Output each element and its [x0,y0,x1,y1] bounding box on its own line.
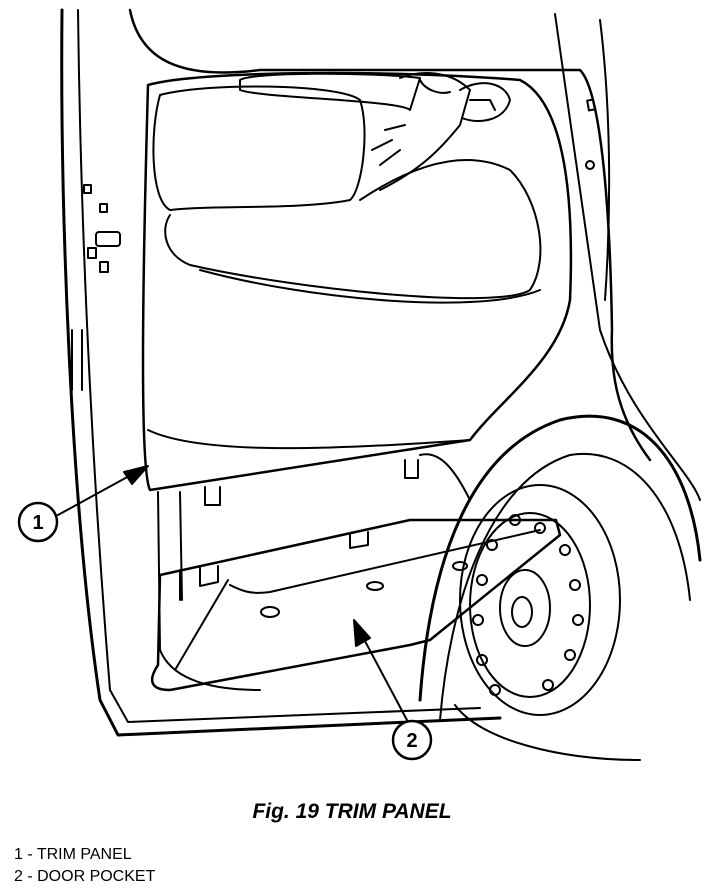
figure-legend: 1 - TRIM PANEL 2 - DOOR POCKET [14,844,155,888]
legend-item: 1 - TRIM PANEL [14,846,132,863]
callout-1-leader [57,469,141,516]
callout-1-number: 1 [32,512,43,534]
callout-2-number: 2 [406,730,417,752]
callout-2-arrowhead [353,619,371,647]
door-pocket [150,518,562,692]
callout-2-circle [391,719,433,761]
callout-1-circle [17,501,59,543]
door-frame [60,8,701,737]
callout-2-leader [357,627,409,723]
legend-item: 2 - DOOR POCKET [14,868,156,885]
wheel [418,414,702,761]
trim-panel [141,71,573,492]
figure-caption: Fig. 19 TRIM PANEL [252,800,452,823]
door-inner-cavity [157,453,471,691]
trim-panel-illustration: 1 2 [17,8,702,761]
callout-1-arrowhead [123,465,149,485]
callout-1: 1 [17,465,149,543]
callout-2: 2 [353,619,433,761]
